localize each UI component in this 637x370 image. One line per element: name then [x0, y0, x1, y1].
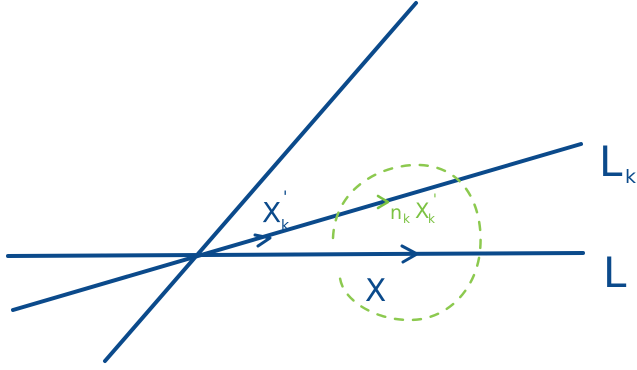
green-xk-prime: ' [433, 192, 437, 208]
line-lk [11, 142, 583, 312]
line-lk-label: L [599, 137, 623, 186]
green-nk-label: n [390, 202, 402, 224]
green-xk-subscript: k [428, 212, 435, 226]
green-arrow [376, 194, 390, 210]
green-nk-subscript: k [403, 212, 410, 226]
line-l [6, 251, 585, 258]
vector-xk-prime: ' [283, 187, 287, 206]
vector-xk-subscript: k [281, 218, 290, 234]
line-lk-subscript: k [625, 166, 636, 188]
vector-x-label: X [365, 273, 386, 309]
steep-line [103, 1, 418, 363]
arrow-on-lk [253, 233, 272, 248]
green-dashed-loop [331, 163, 482, 322]
arrow-on-l [400, 244, 419, 264]
line-l-label: L [603, 248, 627, 297]
vector-xk-label: X [262, 196, 281, 229]
green-xk-label: X [415, 199, 429, 223]
